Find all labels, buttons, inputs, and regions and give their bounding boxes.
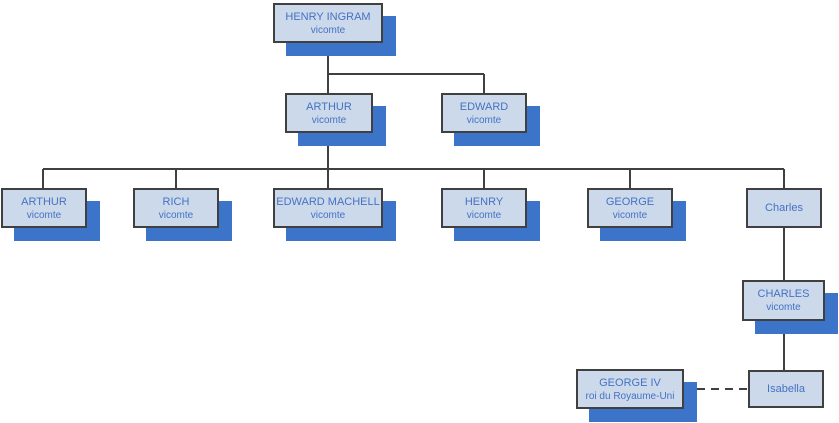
node-name: ARTHUR	[21, 195, 67, 208]
node-charles[interactable]: Charles	[746, 188, 822, 228]
node-subtitle: vicomte	[466, 209, 502, 221]
node-isabella[interactable]: Isabella	[748, 370, 824, 408]
node-name: Charles	[765, 202, 803, 214]
node-name: GEORGE	[605, 195, 655, 208]
node-charles-vicomte[interactable]: CHARLES vicomte	[742, 280, 825, 321]
node-name: EDWARD MACHELL	[276, 195, 380, 208]
node-subtitle: vicomte	[466, 114, 502, 126]
node-name: HENRY INGRAM	[285, 10, 371, 23]
node-henry-ingram[interactable]: HENRY INGRAM vicomte	[273, 3, 383, 43]
node-subtitle: vicomte	[766, 302, 801, 313]
node-arthur-vicomte-3[interactable]: ARTHUR vicomte	[1, 188, 87, 228]
node-name: HENRY	[464, 195, 504, 208]
node-name: GEORGE IV	[599, 376, 661, 389]
node-edward-machell[interactable]: EDWARD MACHELL vicomte	[273, 188, 383, 228]
node-name: EDWARD	[459, 100, 509, 113]
node-george-iv[interactable]: GEORGE IV roi du Royaume-Uni	[576, 369, 684, 409]
node-subtitle: vicomte	[26, 209, 62, 221]
node-subtitle: vicomte	[158, 209, 194, 221]
node-subtitle: vicomte	[612, 209, 648, 221]
node-name: RICH	[162, 195, 190, 208]
node-name: ARTHUR	[306, 100, 352, 113]
node-george[interactable]: GEORGE vicomte	[587, 188, 673, 228]
node-subtitle: vicomte	[311, 114, 347, 126]
node-henry[interactable]: HENRY vicomte	[441, 188, 527, 228]
node-subtitle: roi du Royaume-Uni	[585, 390, 675, 402]
node-subtitle: vicomte	[310, 24, 346, 36]
node-rich[interactable]: RICH vicomte	[133, 188, 219, 228]
node-arthur-vicomte-2[interactable]: ARTHUR vicomte	[285, 93, 373, 133]
node-edward[interactable]: EDWARD vicomte	[441, 93, 527, 133]
node-subtitle: vicomte	[310, 209, 346, 221]
node-name: CHARLES	[757, 288, 810, 300]
node-name: Isabella	[767, 383, 805, 395]
